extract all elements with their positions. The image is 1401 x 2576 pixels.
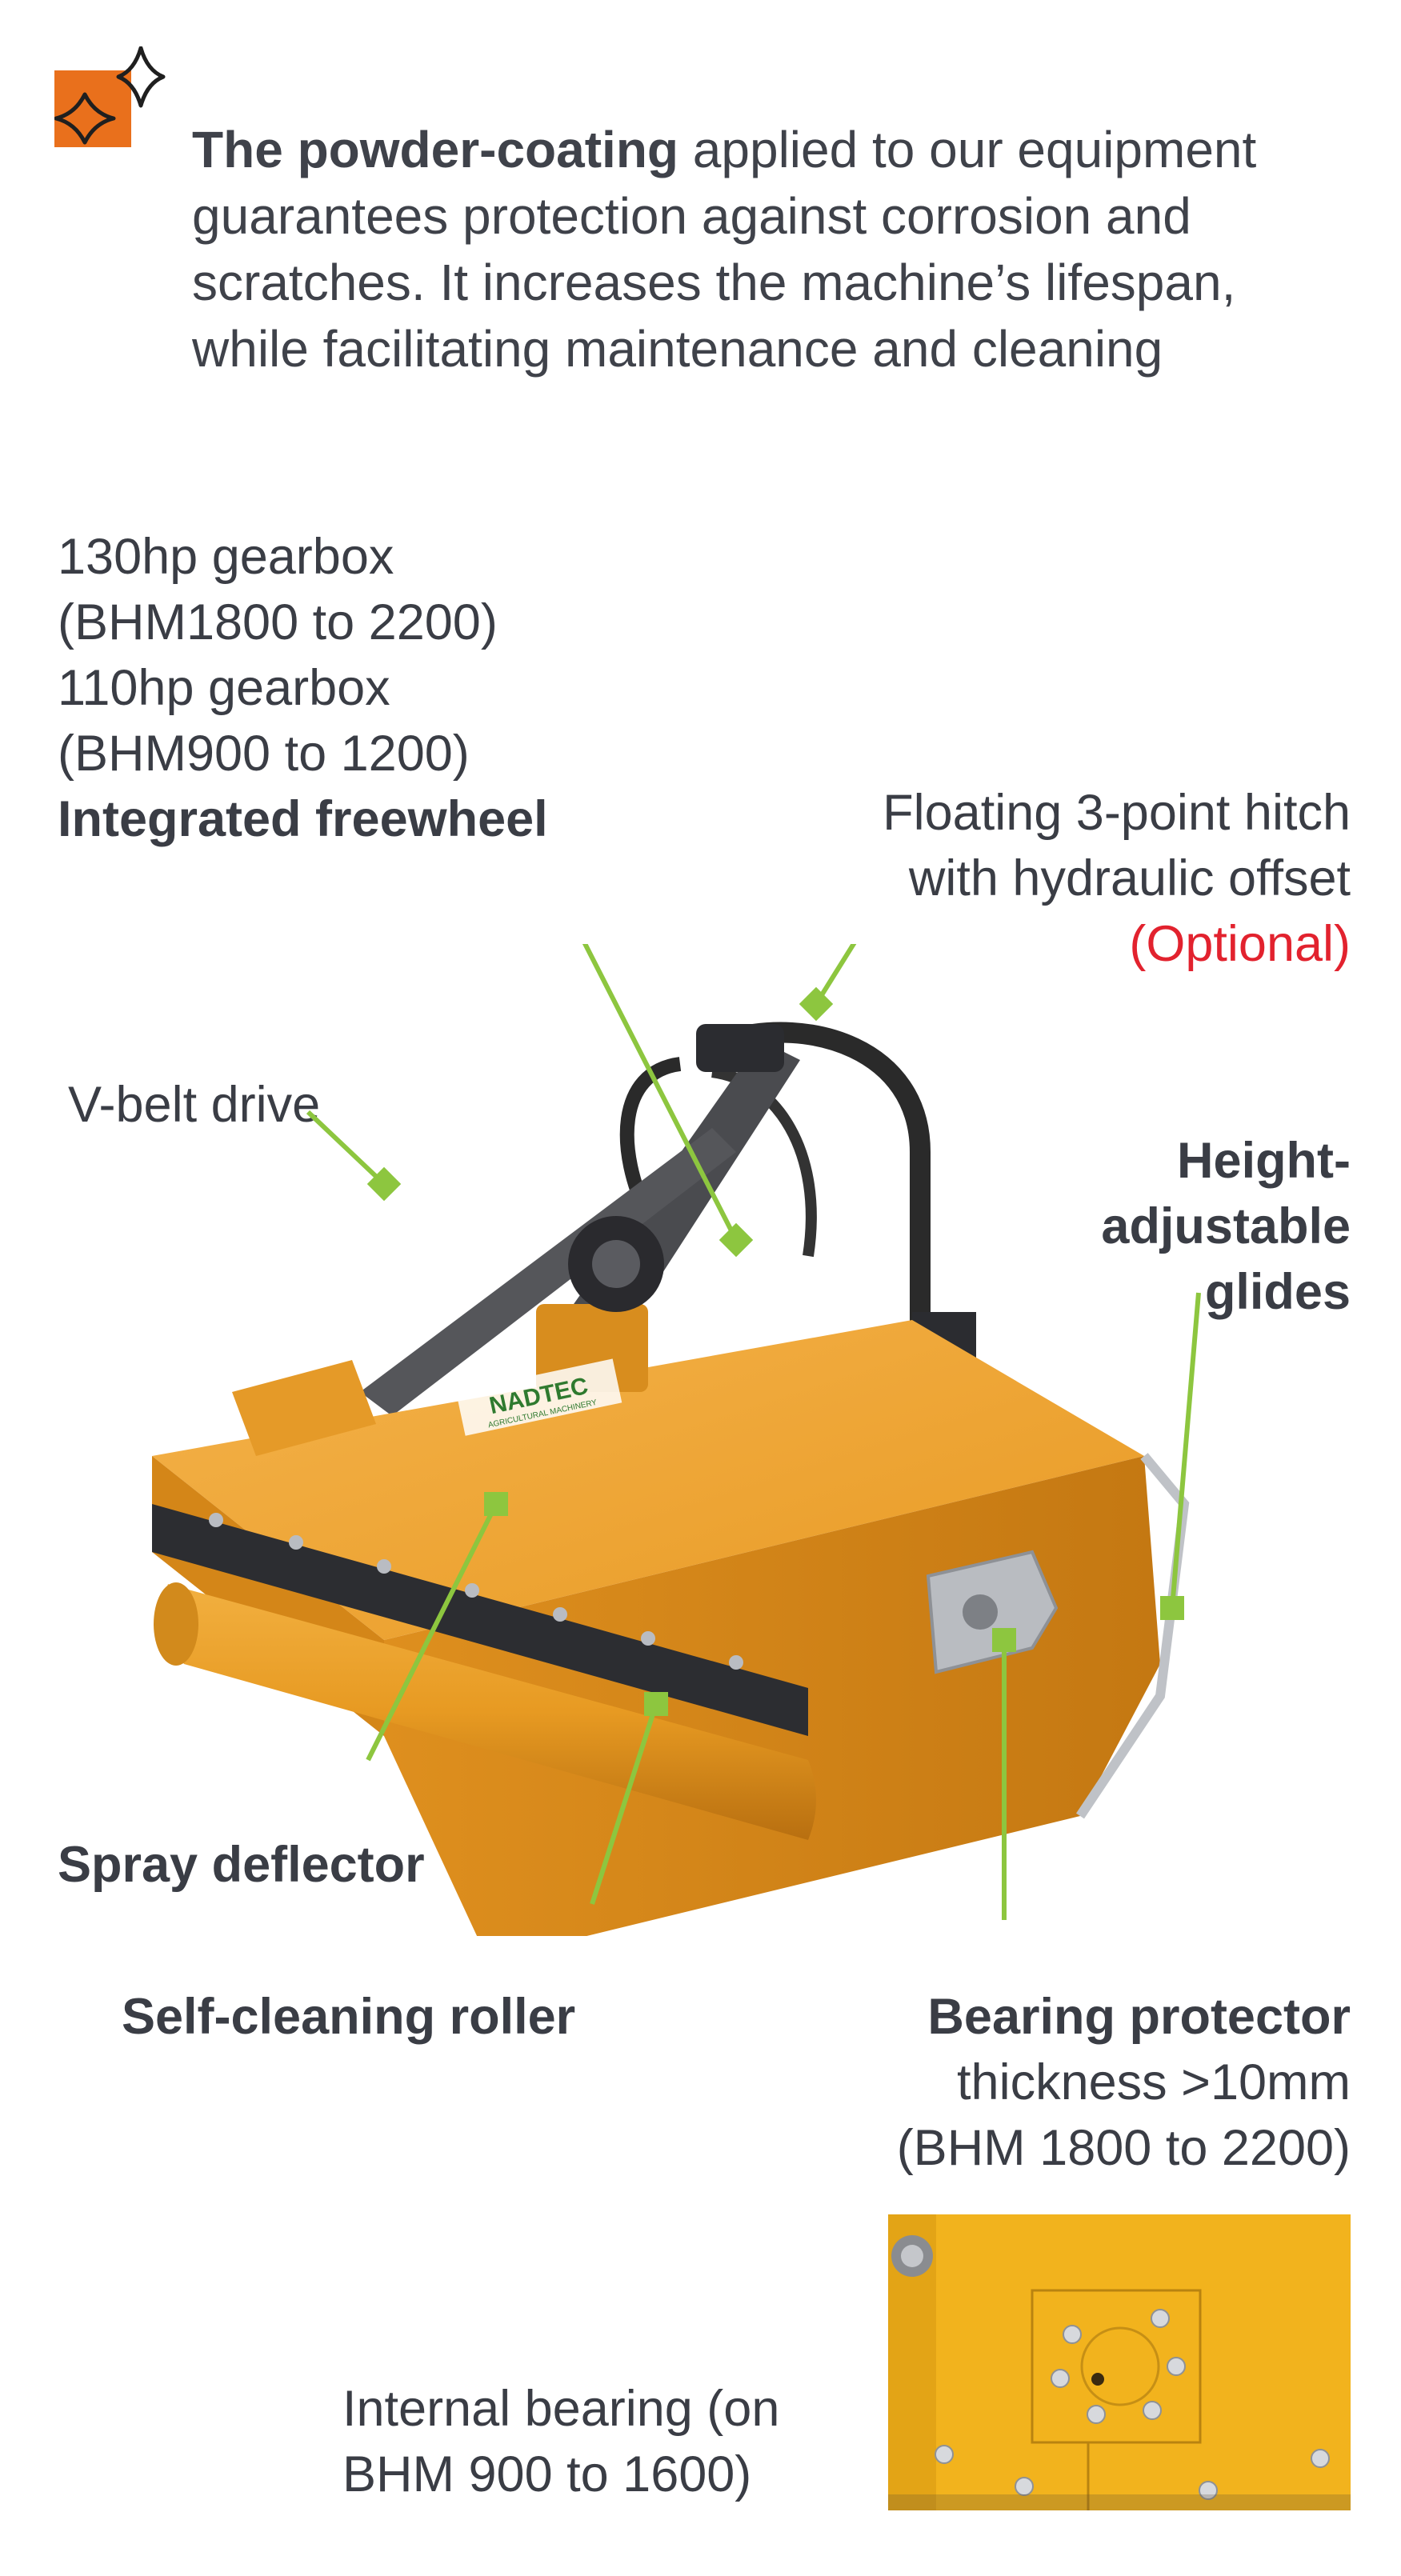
gearbox-callout: 130hp gearbox (BHM1800 to 2200) 110hp ge…	[58, 524, 778, 852]
gearbox-line-2: (BHM1800 to 2200)	[58, 594, 498, 650]
glides-line-2: adjustable	[1101, 1198, 1351, 1254]
hitch-line-2: with hydraulic offset	[908, 850, 1351, 906]
gearbox-line-4: (BHM900 to 1200)	[58, 726, 470, 782]
sparkle-icon	[54, 46, 166, 158]
glides-line-1: Height-	[1177, 1133, 1351, 1189]
hitch-line-1: Floating 3-point hitch	[883, 785, 1351, 841]
hitch-callout: Floating 3-point hitch with hydraulic of…	[720, 780, 1351, 977]
internal-bearing-callout: Internal bearing (on BHM 900 to 1600)	[342, 2376, 887, 2507]
bearing-protector-line-2: thickness >10mm	[957, 2054, 1351, 2110]
gearbox-line-1: 130hp gearbox	[58, 529, 394, 585]
vbelt-label: V-belt drive	[68, 1077, 321, 1133]
intro-text: applied to our equipment guarantees prot…	[192, 121, 1257, 378]
bearing-protector-callout: Bearing protector thickness >10mm (BHM 1…	[720, 1984, 1351, 2181]
glides-callout: Height- adjustable glides	[1040, 1128, 1351, 1325]
bearing-protector-line-1: Bearing protector	[927, 1989, 1351, 2045]
glides-line-3: glides	[1204, 1264, 1351, 1320]
gearbox-line-3: 110hp gearbox	[58, 660, 390, 716]
intro-bold: The powder-coating	[192, 121, 678, 178]
freewheel-label: Integrated freewheel	[58, 791, 548, 847]
bearing-protector-line-3: (BHM 1800 to 2200)	[896, 2120, 1351, 2176]
internal-bearing-line-1: Internal bearing (on	[342, 2381, 780, 2437]
intro-paragraph: The powder-coating applied to our equipm…	[192, 117, 1328, 382]
internal-bearing-line-2: BHM 900 to 1600)	[342, 2446, 752, 2502]
spray-deflector-label: Spray deflector	[58, 1837, 425, 1893]
hitch-optional: (Optional)	[1129, 916, 1351, 972]
roller-label: Self-cleaning roller	[122, 1989, 576, 2045]
mulcher-illustration: NADTEC AGRICULTURAL MACHINERY	[120, 838, 1288, 1960]
internal-bearing-photo	[888, 2214, 1351, 2510]
